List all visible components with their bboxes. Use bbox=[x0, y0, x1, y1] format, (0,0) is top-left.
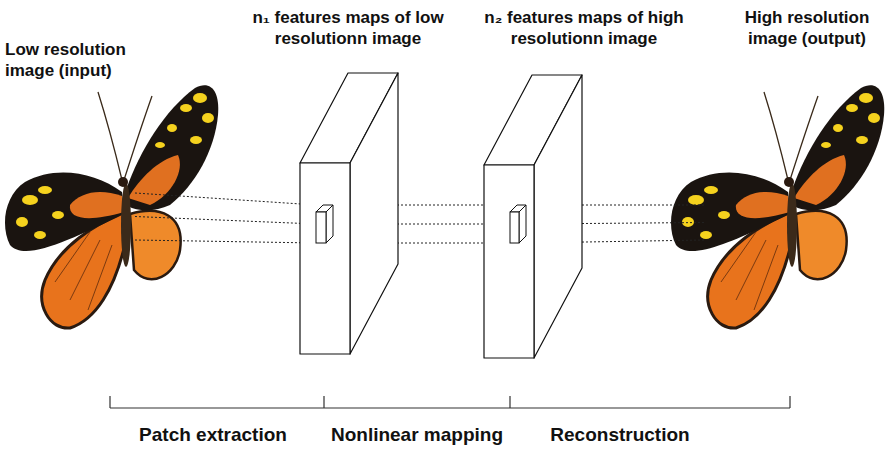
stage-bracket bbox=[110, 396, 790, 408]
stage-label: Nonlinear mapping bbox=[331, 424, 503, 446]
feature-cuboid bbox=[482, 73, 586, 359]
patch-cube bbox=[510, 205, 526, 243]
image-heading: Low resolution image (input) bbox=[5, 40, 160, 81]
projection-line bbox=[135, 240, 316, 243]
feature-cuboid bbox=[298, 71, 402, 355]
image-panel: High resolution image (output) bbox=[668, 8, 883, 338]
feature-map-block: n₁ features maps of low resolutionn imag… bbox=[298, 71, 402, 355]
butterfly-input bbox=[5, 85, 218, 328]
stage-label: Reconstruction bbox=[550, 424, 689, 446]
projection-line bbox=[135, 217, 316, 225]
feature-map-heading: n₁ features maps of low resolutionn imag… bbox=[234, 8, 462, 49]
feature-map-block: n₂ features maps of high resolutionn ima… bbox=[482, 73, 586, 359]
image-heading: High resolution image (output) bbox=[732, 8, 882, 49]
patch-cube bbox=[316, 205, 333, 243]
image-panel: Low resolution image (input) bbox=[5, 40, 220, 335]
stage-label: Patch extraction bbox=[139, 424, 287, 446]
feature-map-heading: n₂ features maps of high resolutionn ima… bbox=[468, 8, 700, 49]
butterfly-output bbox=[671, 85, 884, 328]
projection-line bbox=[135, 193, 316, 205]
